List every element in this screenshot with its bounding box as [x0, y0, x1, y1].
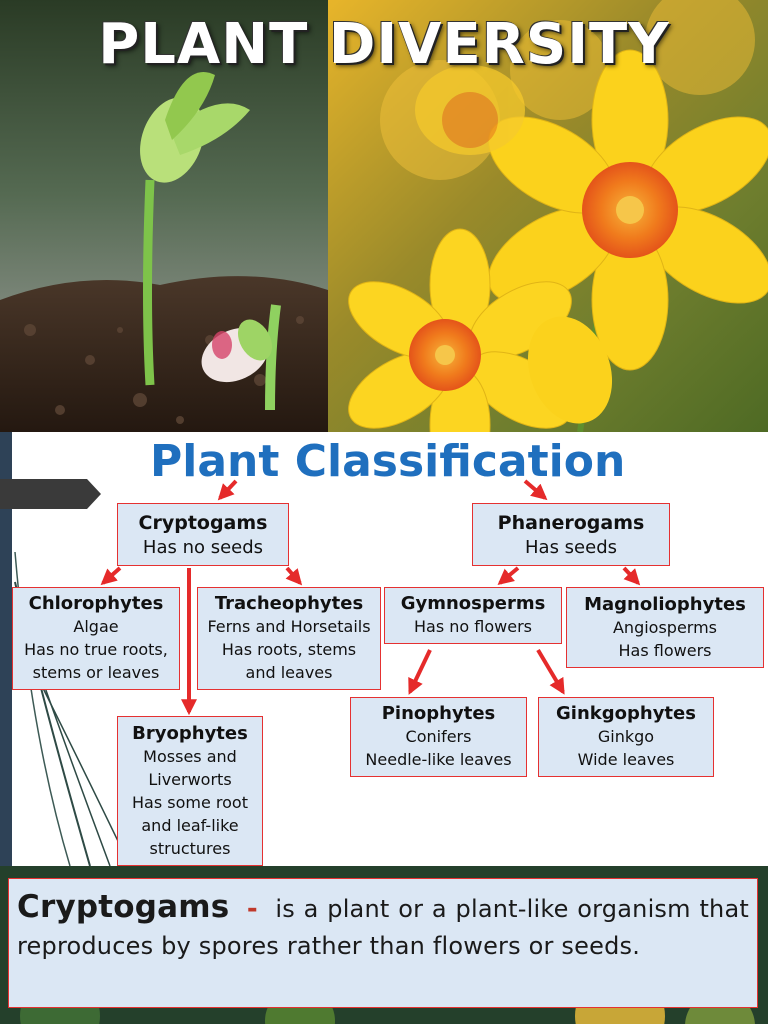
node-line: Mosses and	[143, 746, 237, 766]
node-name: Chlorophytes	[28, 593, 164, 614]
node-bryophytes: Bryophytes Mosses and Liverworts Has som…	[117, 716, 263, 866]
node-line: Has no flowers	[414, 617, 532, 636]
node-line: Has roots, stems	[221, 640, 357, 659]
node-name: Cryptogams	[138, 511, 268, 534]
node-line: Has flowers	[618, 640, 712, 660]
definition-text: is a plant or a plant-like organism that…	[17, 895, 749, 960]
node-name: Ginkgophytes	[556, 703, 696, 724]
node-line: Wide leaves	[577, 750, 675, 769]
node-line: Conifers	[405, 727, 472, 746]
node-tracheophytes: Tracheophytes Ferns and Horsetails Has r…	[197, 587, 381, 690]
left-rail	[0, 432, 12, 866]
node-line: and leaves	[245, 663, 333, 682]
definition-section: Cryptogams - is a plant or a plant-like …	[0, 866, 768, 1024]
node-name: Gymnosperms	[400, 593, 546, 614]
definition-box: Cryptogams - is a plant or a plant-like …	[8, 878, 758, 1008]
plant-photo-collage	[0, 0, 768, 432]
definition-term: Cryptogams	[17, 889, 230, 925]
node-line: stems or leaves	[32, 663, 160, 682]
node-line: and leaf-like	[141, 815, 239, 835]
node-line: Has seeds	[525, 536, 617, 558]
node-name: Tracheophytes	[214, 593, 364, 614]
node-gymnosperms: Gymnosperms Has no flowers	[384, 587, 562, 644]
node-phanerogams: Phanerogams Has seeds	[472, 503, 670, 566]
definition-paragraph: Cryptogams - is a plant or a plant-like …	[17, 889, 749, 960]
node-line: Angiosperms	[612, 617, 718, 637]
banner-title: PLANT DIVERSITY	[98, 12, 670, 77]
banner-photo: PLANT DIVERSITY	[0, 0, 768, 432]
node-line: Has no true roots,	[24, 640, 168, 659]
node-chlorophytes: Chlorophytes Algae Has no true roots, st…	[12, 587, 180, 690]
node-line: structures	[149, 838, 231, 858]
node-line: Algae	[73, 617, 119, 636]
tab-arrow-icon	[0, 479, 101, 509]
node-pinophytes: Pinophytes Conifers Needle-like leaves	[350, 697, 527, 777]
node-line: Has some root	[132, 792, 248, 812]
classification-diagram: Plant Classification Cryptogams Has no s…	[0, 432, 768, 866]
node-line: Needle-like leaves	[365, 750, 512, 769]
node-name: Magnoliophytes	[584, 593, 746, 615]
node-ginkgophytes: Ginkgophytes Ginkgo Wide leaves	[538, 697, 714, 777]
node-line: Ginkgo	[597, 727, 655, 746]
node-magnoliophytes: Magnoliophytes Angiosperms Has flowers	[566, 587, 764, 668]
node-line: Ferns and Horsetails	[207, 617, 371, 636]
node-name: Pinophytes	[381, 703, 496, 724]
node-line: Liverworts	[148, 769, 232, 789]
node-line: Has no seeds	[142, 536, 264, 558]
diagram-title: Plant Classification	[150, 436, 626, 487]
node-name: Phanerogams	[497, 511, 645, 534]
node-name: Bryophytes	[132, 722, 248, 744]
node-cryptogams: Cryptogams Has no seeds	[117, 503, 289, 566]
definition-separator: -	[246, 894, 258, 924]
